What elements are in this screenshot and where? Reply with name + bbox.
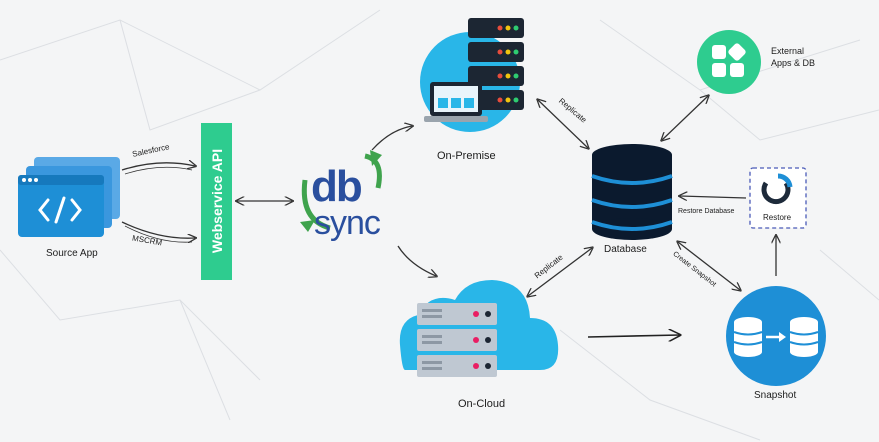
edge-dbsync-oncloud [397, 245, 436, 276]
snapshot-label: Snapshot [754, 390, 797, 401]
edge-salesforce [121, 163, 195, 171]
source-app-label: Source App [46, 248, 98, 259]
background-network [0, 9, 879, 441]
external-label-line1: External [771, 46, 805, 56]
restore-node[interactable] [749, 167, 807, 229]
database-copy-icon [734, 317, 818, 357]
apps-grid-icon [712, 43, 746, 77]
dbsync-logo-sync: sync [314, 204, 381, 242]
external-label-line2: Apps & DB [771, 58, 816, 68]
webservice-api-node[interactable] [201, 123, 232, 280]
database-label: Database [604, 244, 647, 255]
edge-database-external [662, 96, 708, 140]
edge-replicate-oncloud [528, 248, 592, 296]
dbsync-logo [300, 150, 382, 232]
restore-label: Restore [763, 213, 792, 222]
edge-replicate-onpremise [538, 100, 588, 148]
code-icon [38, 196, 82, 224]
snapshot-node[interactable] [726, 286, 826, 386]
source-app-node[interactable] [18, 157, 120, 237]
edge-label-restore-database: Restore Database [678, 208, 735, 215]
edge-oncloud-snapshot [587, 335, 680, 337]
edge-dbsync-onpremise [371, 126, 412, 151]
webservice-api-label: Webservice API [209, 148, 225, 254]
edge-mscrm [121, 221, 195, 238]
dbsync-logo-db: db [311, 162, 363, 211]
edge-restore-database [680, 196, 747, 198]
on-cloud-label: On-Cloud [458, 398, 506, 410]
restore-icon [761, 181, 791, 205]
database-node[interactable] [591, 144, 673, 240]
server-icon [417, 303, 497, 377]
on-premise-label: On-Premise [437, 150, 496, 162]
on-cloud-node[interactable] [399, 280, 559, 377]
edge-create-snapshot [678, 242, 740, 290]
on-premise-node[interactable] [420, 18, 524, 132]
external-apps-node[interactable] [697, 30, 761, 94]
